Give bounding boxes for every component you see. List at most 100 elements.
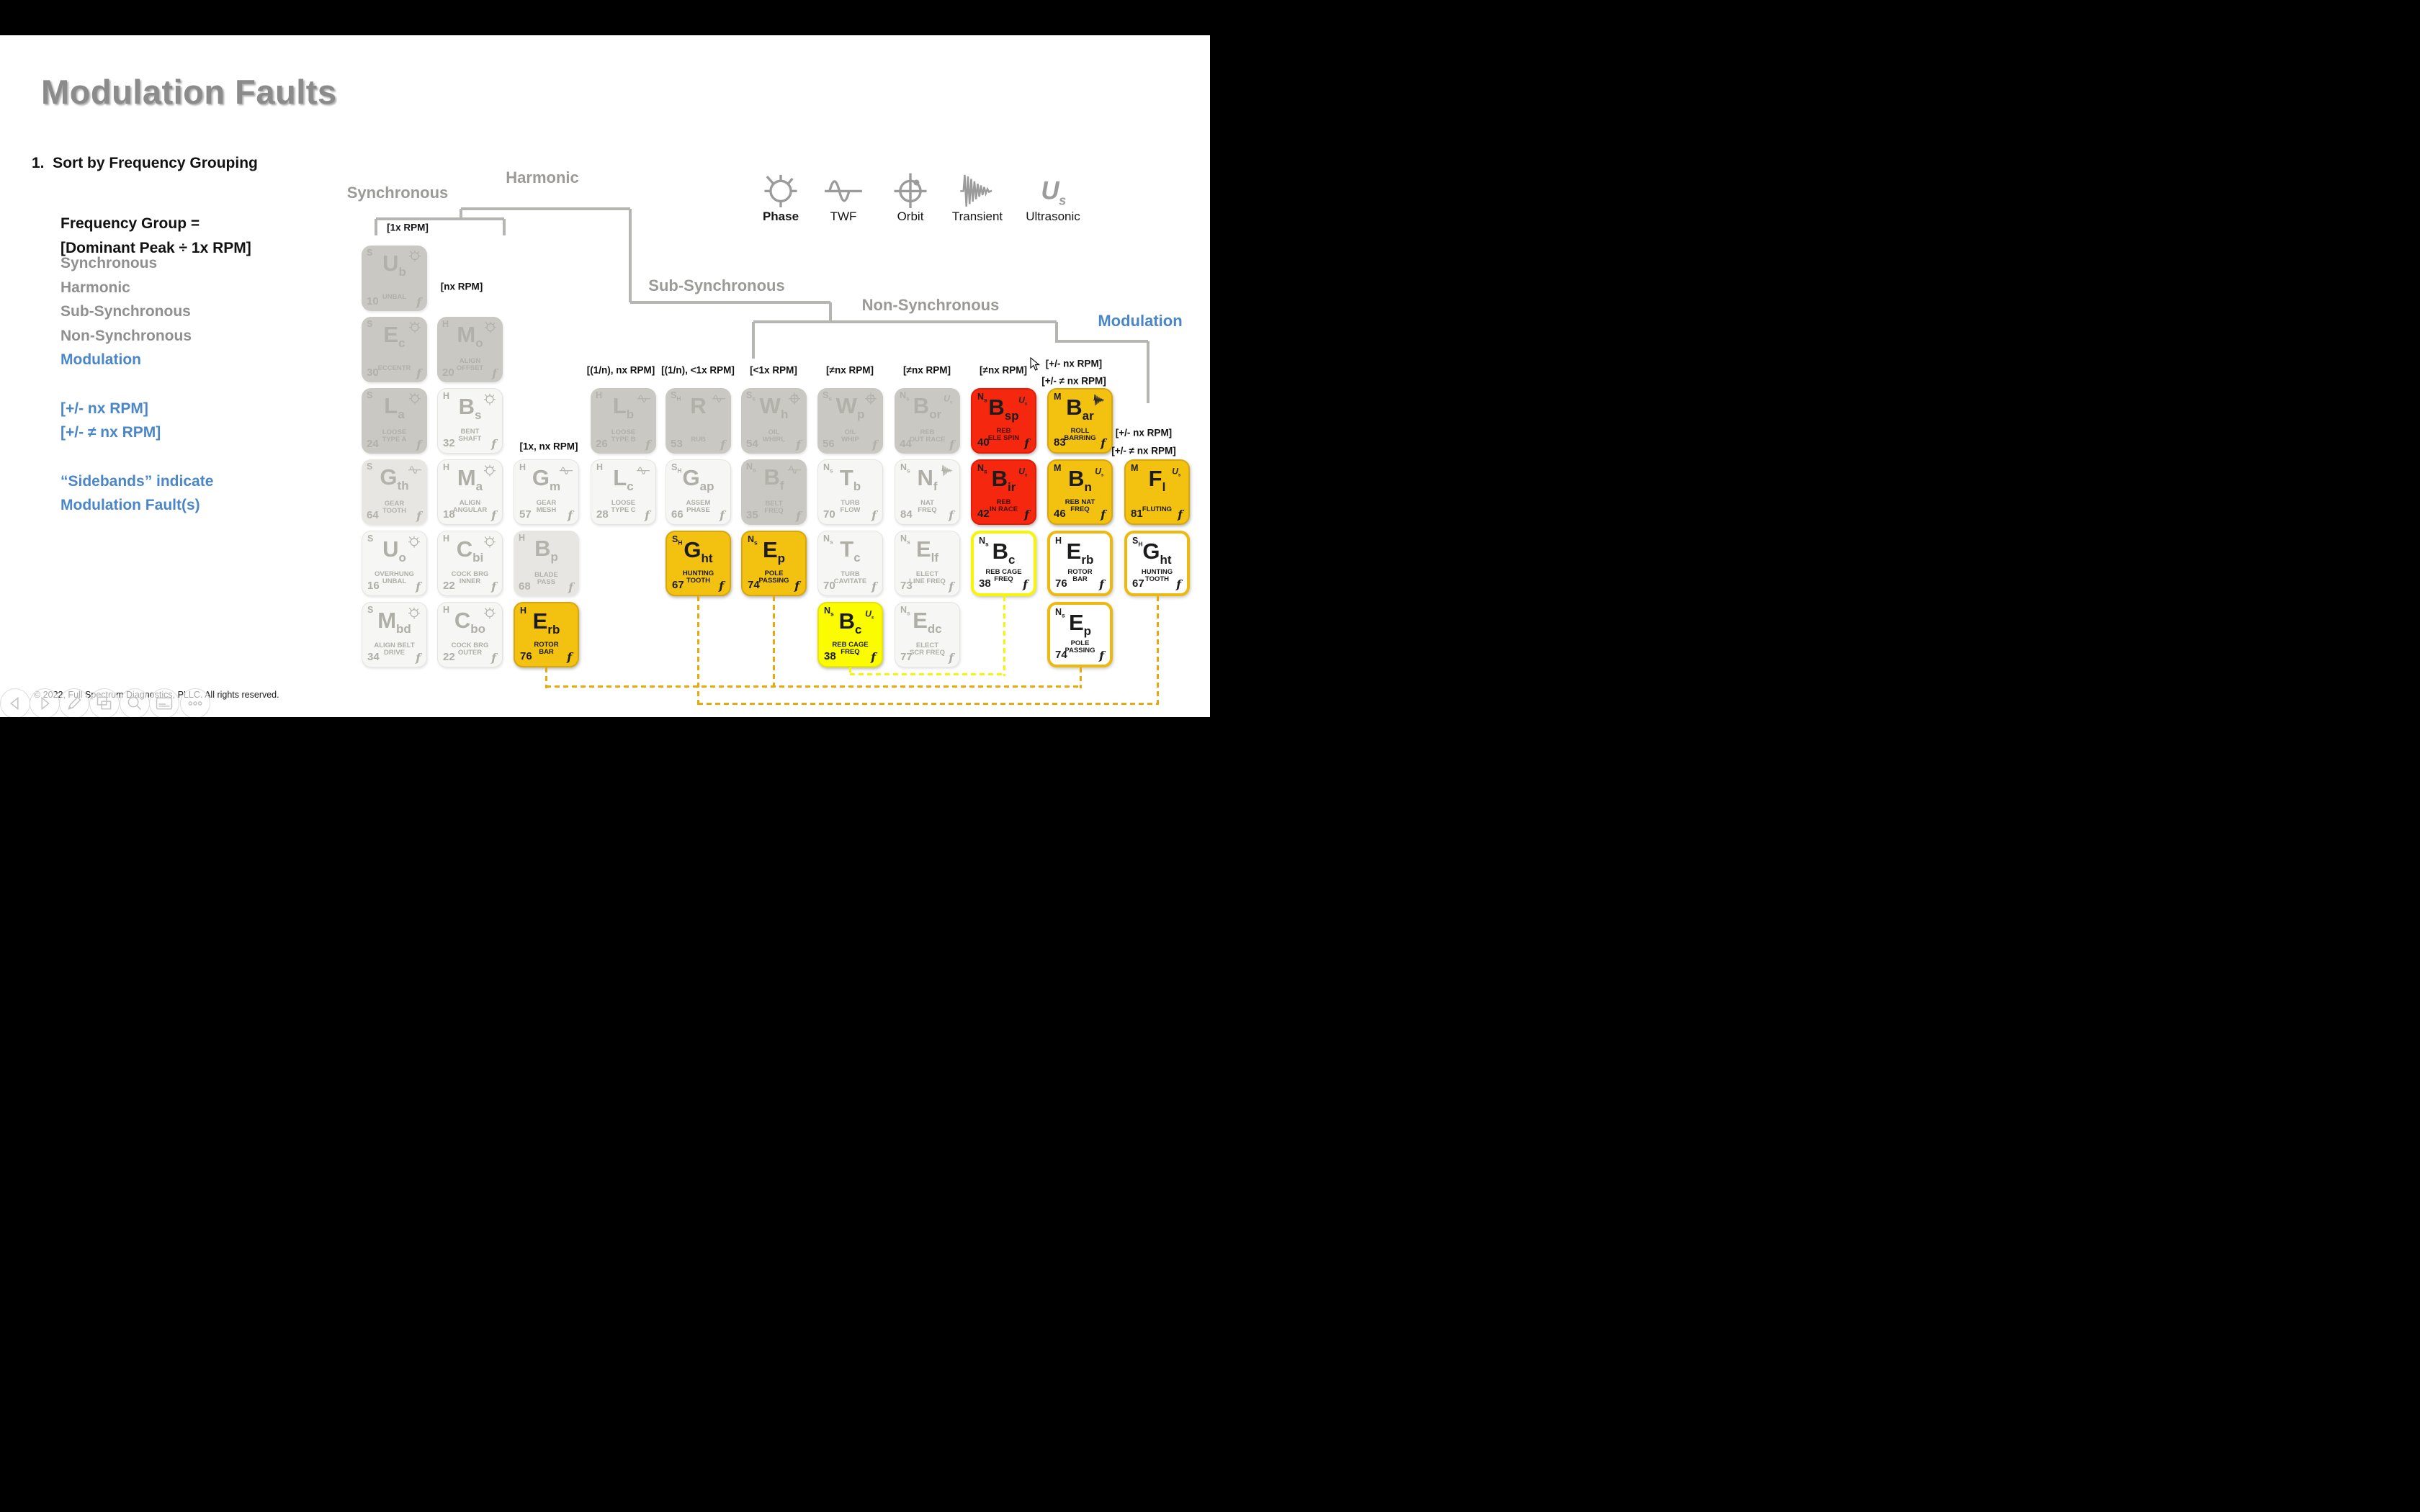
orbit-icon <box>786 391 803 405</box>
twf-icon <box>557 463 575 477</box>
frequency-group-item: Sub-Synchronous <box>60 303 191 320</box>
fault-symbol: Edc <box>913 608 942 636</box>
us-icon: U s <box>1090 464 1108 477</box>
tree-line <box>1057 340 1148 343</box>
svg-text:U: U <box>865 609 872 619</box>
tree-label-modulation: Modulation <box>1098 312 1183 330</box>
previous-slide-button[interactable] <box>0 688 30 719</box>
sideband-connector-yellow <box>848 667 851 676</box>
tree-line <box>375 219 377 235</box>
frequency-f-icon: f <box>491 437 496 451</box>
frequency-range-label: [+/- ≠ nx RPM] <box>1111 445 1176 456</box>
fault-number: 54 <box>746 438 758 450</box>
fault-symbol: Gap <box>682 465 714 494</box>
frequency-f-icon: f <box>645 438 650 451</box>
fault-name: ALIGN OFFSET <box>456 357 484 372</box>
pen-tool-button[interactable] <box>59 688 89 719</box>
fault-name: ALIGN BELT DRIVE <box>374 642 415 657</box>
phase-icon <box>481 606 498 619</box>
fault-symbol: Mo <box>457 322 483 351</box>
display-settings-button[interactable] <box>89 688 120 719</box>
mouse-cursor <box>1030 357 1041 371</box>
us-icon: U s <box>1014 464 1031 477</box>
fault-symbol: Bn <box>1068 466 1092 495</box>
frequency-f-icon: f <box>796 438 801 451</box>
fault-number: 74 <box>1055 649 1067 661</box>
phase-icon <box>482 320 499 333</box>
fault-name: ROTOR BAR <box>534 641 559 656</box>
legend-item-twf: TWF <box>824 169 863 224</box>
step-heading: 1. Sort by Frequency Grouping <box>32 155 258 171</box>
fault-symbol: R <box>690 393 707 418</box>
fault-name: POLE PASSING <box>758 570 789 585</box>
letterbox-top <box>0 0 1210 35</box>
orbit-icon <box>862 391 879 405</box>
group-letter: Ns <box>746 462 756 474</box>
fault-name: GEAR MESH <box>536 499 557 514</box>
phase-icon <box>405 606 423 619</box>
more-options-button[interactable] <box>180 688 210 719</box>
fault-symbol: La <box>384 393 405 422</box>
twf-icon <box>406 462 424 476</box>
group-letter: H <box>519 462 526 472</box>
frequency-f-icon: f <box>719 579 724 593</box>
group-letter: Ss <box>823 390 833 402</box>
fault-number: 38 <box>824 650 836 662</box>
frequency-f-icon: f <box>1101 508 1106 521</box>
next-slide-button[interactable] <box>30 688 60 719</box>
tree-line <box>629 209 632 302</box>
tree-line <box>752 322 755 359</box>
tree-line <box>503 219 506 235</box>
frequency-range-label: [1x RPM] <box>387 222 429 233</box>
fault-number: 70 <box>823 580 835 592</box>
fault-symbol: Uo <box>382 536 406 565</box>
frequency-f-icon: f <box>491 651 496 665</box>
fault-symbol: Bc <box>992 539 1016 567</box>
twf-icon <box>635 391 653 405</box>
frequency-f-icon: f <box>796 509 801 523</box>
fault-name: REB IN RACE <box>989 498 1018 513</box>
svg-text:U: U <box>944 394 951 404</box>
captions-button[interactable] <box>149 688 179 719</box>
phase-icon <box>481 392 498 405</box>
frequency-f-icon: f <box>949 508 954 522</box>
fault-name: REB ELE SPIN <box>987 427 1020 442</box>
phase-icon <box>481 463 498 477</box>
fault-name: COCK BRG OUTER <box>451 642 489 657</box>
tree-line <box>460 209 462 220</box>
svg-text:s: s <box>950 400 953 405</box>
frequency-f-icon: f <box>645 508 650 522</box>
group-letter: M <box>1054 463 1062 473</box>
legend-item-transient: Transient <box>952 169 1003 224</box>
frequency-f-icon: f <box>1099 577 1104 591</box>
group-letter: SH <box>671 390 681 402</box>
frequency-f-icon: f <box>1099 649 1104 662</box>
frequency-group-item: Synchronous <box>60 255 158 271</box>
group-letter: M <box>1054 392 1062 402</box>
legend-label: Ultrasonic <box>1026 210 1080 223</box>
sideband-connector-gold <box>1079 667 1082 688</box>
sideband-formulas: [+/- nx RPM] [+/- ≠ nx RPM] <box>60 397 161 444</box>
fault-symbol: Wp <box>835 393 865 422</box>
sideband-line1: [+/- nx RPM] <box>60 400 148 417</box>
group-letter: SH <box>1132 536 1143 548</box>
fault-number: 20 <box>442 366 454 379</box>
svg-text:U: U <box>1018 395 1026 405</box>
group-letter: Ns <box>824 606 834 618</box>
group-letter: S <box>367 390 373 400</box>
sideband-connector-gold <box>546 685 1080 688</box>
fault-number: 34 <box>367 651 380 663</box>
fault-name: COCK BRG INNER <box>451 570 489 585</box>
sideband-connector-gold <box>544 667 547 688</box>
zoom-slide-button[interactable] <box>120 688 150 719</box>
